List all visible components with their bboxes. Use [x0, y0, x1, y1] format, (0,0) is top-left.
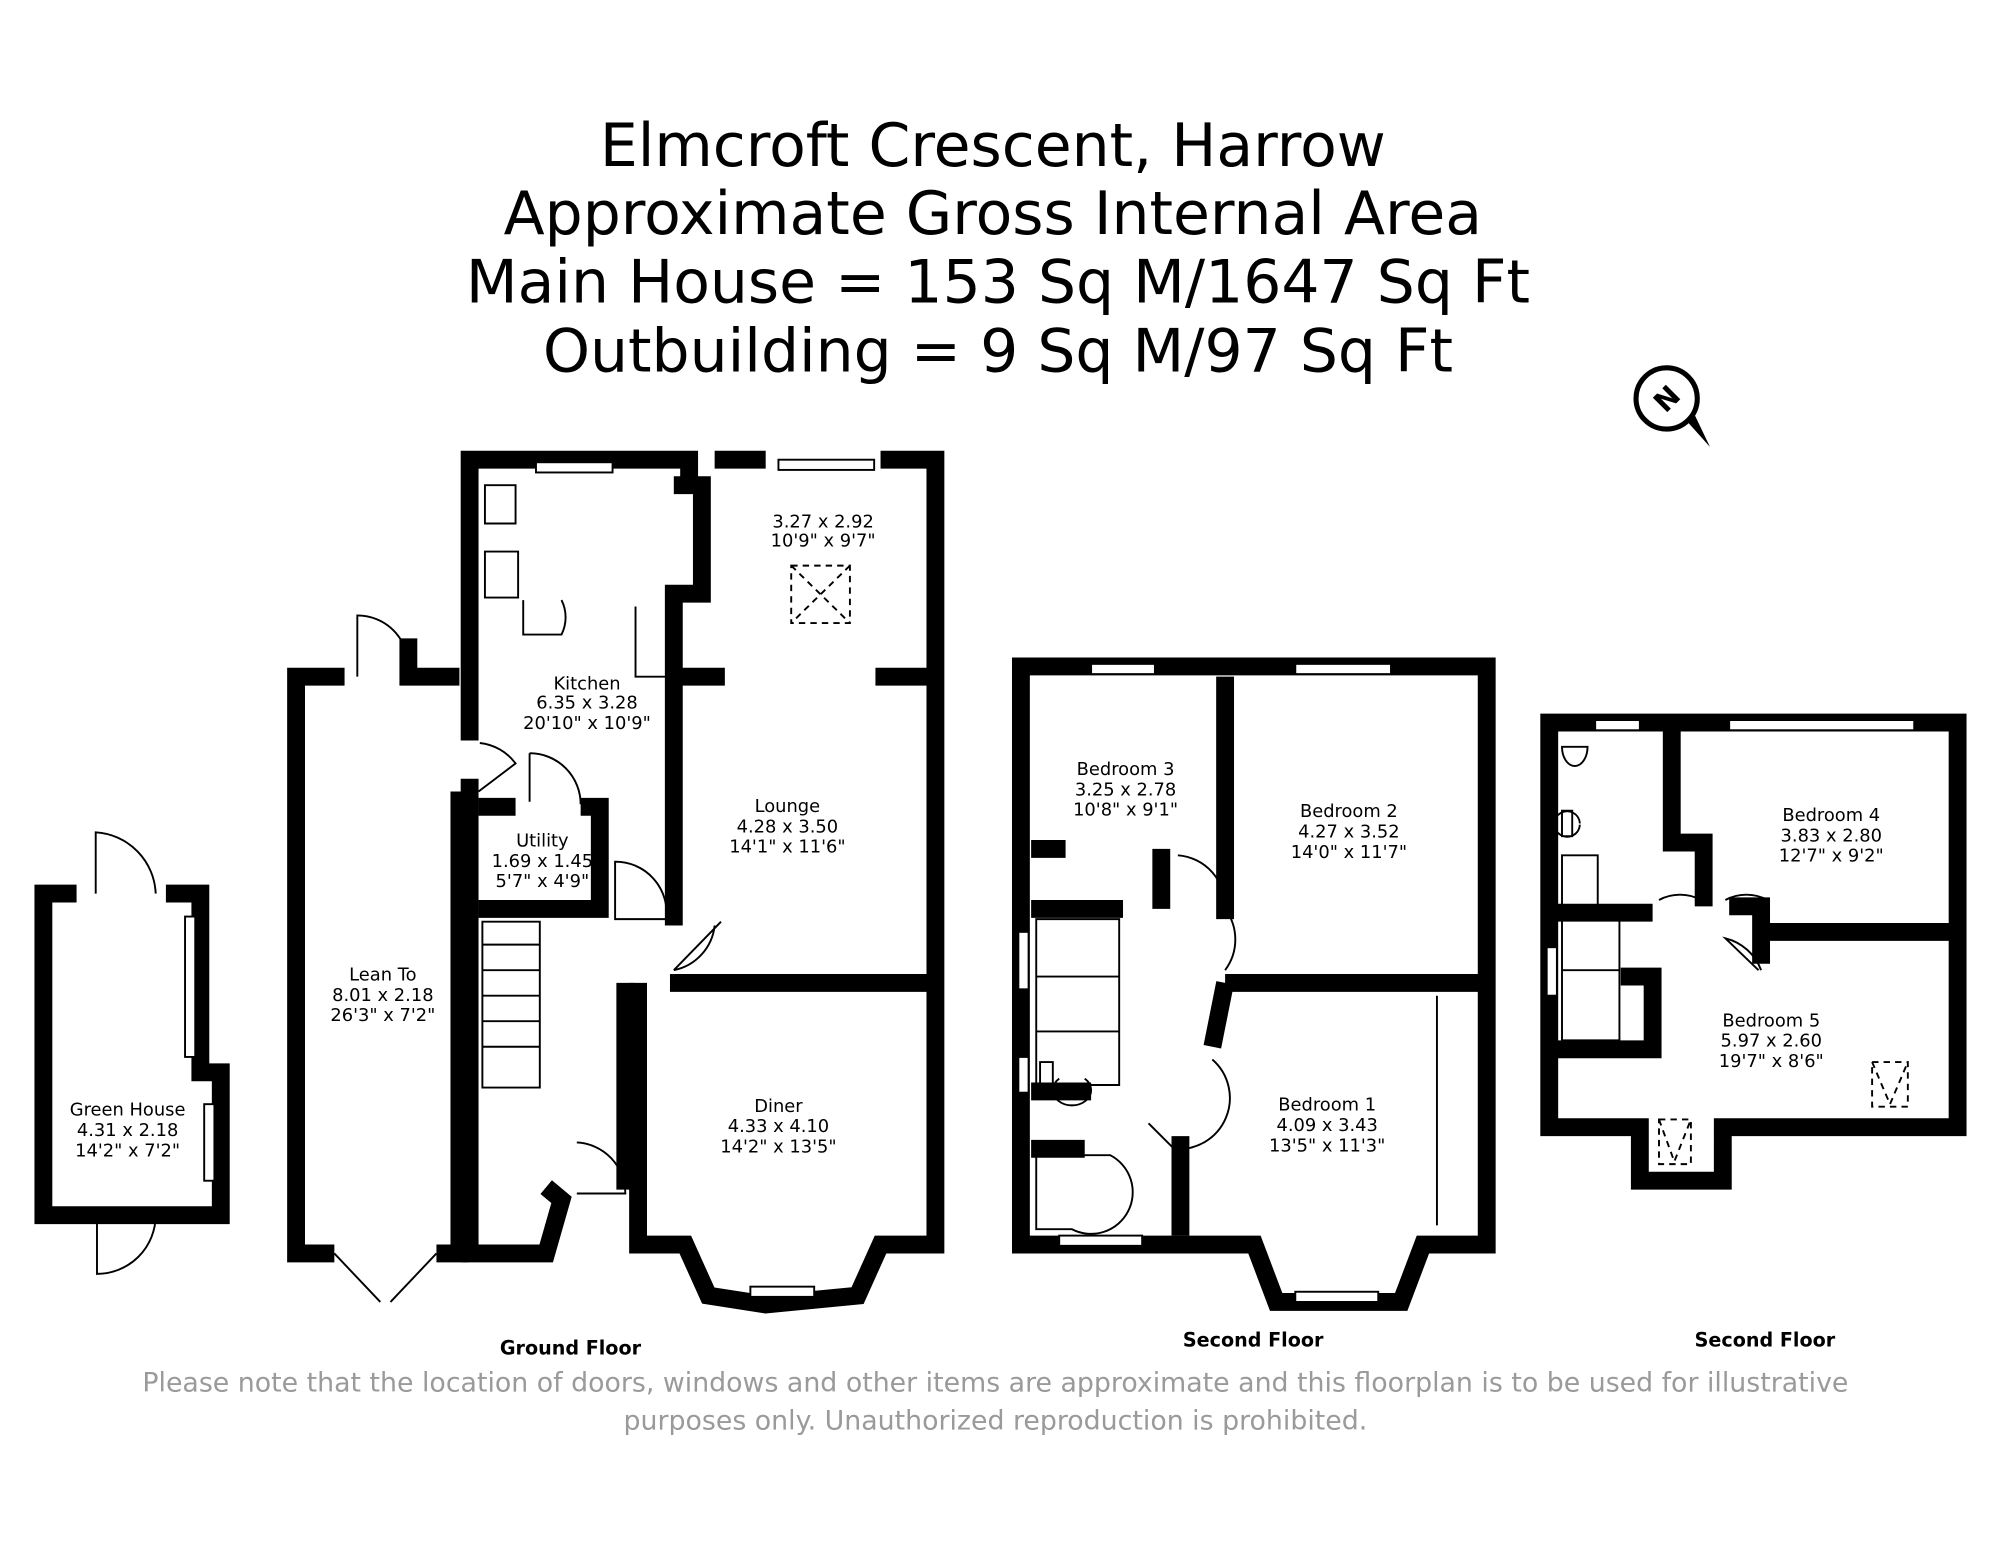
room-imperial-green-house: 14'2" x 7'2" — [75, 1140, 180, 1161]
ground-floor-plan — [287, 450, 945, 1314]
room-imperial-bedroom-3: 10'8" x 9'1" — [1073, 800, 1178, 821]
room-name-bedroom-5: Bedroom 5 — [1722, 1010, 1820, 1031]
room-imperial-lounge: 14'1" x 11'6" — [729, 837, 845, 858]
north-compass-icon: N — [1633, 365, 1711, 447]
room-imperial-bedroom-1: 13'5" x 11'3" — [1269, 1135, 1385, 1156]
title-main-house-area: Main House = 153 Sq M/1647 Sq Ft — [466, 248, 1530, 318]
room-imperial-bedroom-4: 12'7" x 9'2" — [1779, 846, 1884, 867]
room-metric-kitchen: 6.35 x 3.28 — [536, 693, 637, 714]
title-outbuilding-area: Outbuilding = 9 Sq M/97 Sq Ft — [543, 317, 1453, 387]
title-block: Elmcroft Crescent, Harrow Approximate Gr… — [466, 111, 1530, 386]
room-name-bedroom-2: Bedroom 2 — [1300, 801, 1398, 822]
room-metric-diner: 4.33 x 4.10 — [728, 1116, 829, 1137]
title-address: Elmcroft Crescent, Harrow — [600, 111, 1386, 181]
room-imperial-utility: 5'7" x 4'9" — [496, 871, 590, 892]
floor-label-ground: Ground Floor — [500, 1336, 642, 1359]
room-name-bedroom-3: Bedroom 3 — [1077, 759, 1175, 780]
room-name-kitchen: Kitchen — [553, 673, 620, 694]
room-imperial-bedroom-5: 19'7" x 8'6" — [1719, 1051, 1824, 1072]
room-metric-bedroom-5: 5.97 x 2.60 — [1721, 1031, 1822, 1052]
room-metric-green-house: 4.31 x 2.18 — [77, 1120, 178, 1141]
room-metric-utility: 1.69 x 1.45 — [492, 851, 593, 872]
room-name-lean-to: Lean To — [349, 964, 416, 985]
room-imperial-bedroom-2: 14'0" x 11'7" — [1291, 842, 1407, 863]
disclaimer-line-2: purposes only. Unauthorized reproduction… — [624, 1406, 1368, 1437]
room-metric-lounge: 4.28 x 3.50 — [737, 816, 838, 837]
room-metric-bedroom-2: 4.27 x 3.52 — [1298, 821, 1399, 842]
room-name-diner: Diner — [754, 1096, 803, 1117]
room-metric-lean-to: 8.01 x 2.18 — [332, 985, 433, 1006]
room-name-bedroom-4: Bedroom 4 — [1782, 805, 1880, 826]
room-name-bedroom-1: Bedroom 1 — [1278, 1095, 1376, 1116]
top-floor-plan — [1540, 713, 1967, 1190]
floor-label-first: Second Floor — [1183, 1329, 1324, 1352]
room-name-green-house: Green House — [70, 1100, 186, 1121]
room-imperial-conservatory: 10'9" x 9'7" — [771, 530, 876, 551]
room-metric-conservatory: 3.27 x 2.92 — [772, 511, 873, 532]
room-imperial-lean-to: 26'3" x 7'2" — [330, 1005, 435, 1026]
first-floor-plan — [1011, 657, 1496, 1311]
disclaimer-line-1: Please note that the location of doors, … — [142, 1367, 1848, 1398]
title-subtitle: Approximate Gross Internal Area — [504, 179, 1482, 249]
room-imperial-kitchen: 20'10" x 10'9" — [523, 713, 651, 734]
room-metric-bedroom-4: 3.83 x 2.80 — [1781, 825, 1882, 846]
room-name-utility: Utility — [516, 830, 569, 851]
room-metric-bedroom-1: 4.09 x 3.43 — [1276, 1115, 1377, 1136]
green-house-plan — [34, 831, 230, 1275]
floor-label-top: Second Floor — [1695, 1329, 1836, 1352]
room-imperial-diner: 14'2" x 13'5" — [720, 1137, 836, 1158]
room-metric-bedroom-3: 3.25 x 2.78 — [1075, 779, 1176, 800]
room-name-lounge: Lounge — [755, 796, 821, 817]
